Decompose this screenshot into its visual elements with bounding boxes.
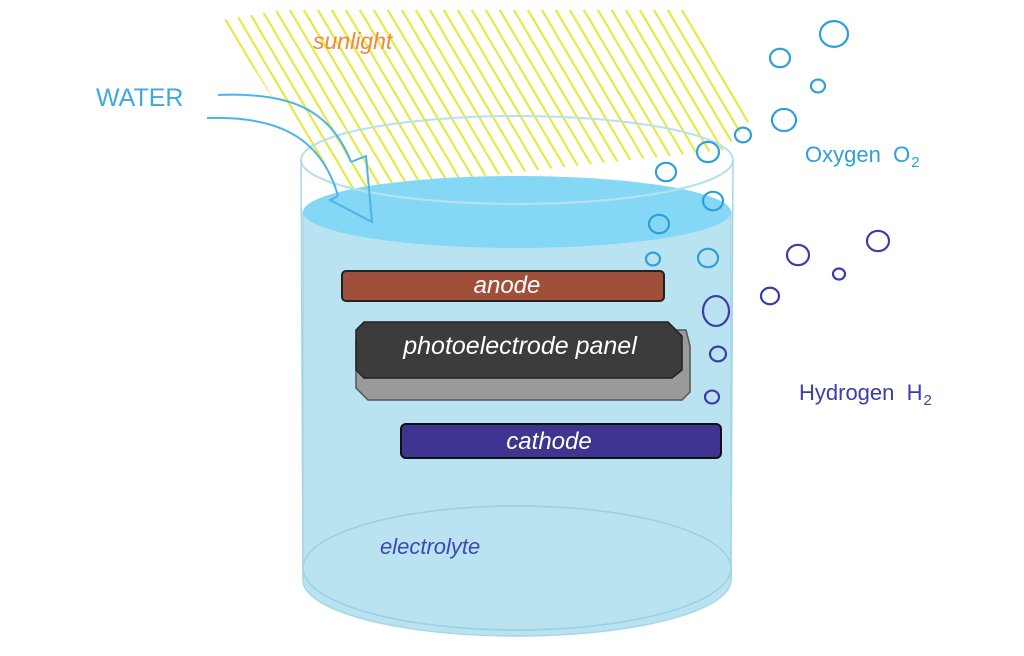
oxygen-formula: O	[893, 142, 911, 167]
hydrogen-bubble	[701, 294, 731, 328]
oxygen-bubble	[733, 126, 753, 144]
oxygen-bubble	[695, 140, 721, 164]
sunlight-ray	[437, 10, 557, 190]
hydrogen-name: Hydrogen	[799, 380, 895, 405]
hydrogen-bubble	[703, 389, 721, 405]
hydrogen-bubble	[865, 229, 891, 253]
oxygen-bubble	[701, 190, 725, 212]
electrolyte-label: electrolyte	[380, 534, 481, 559]
water-surface	[303, 176, 731, 248]
sunlight-ray	[395, 10, 515, 190]
photoelectrode-panel	[355, 321, 683, 379]
sunlight-ray	[675, 10, 752, 190]
sunlight-ray	[297, 10, 417, 190]
sunlight-ray	[255, 10, 375, 190]
sunlight-ray	[661, 10, 752, 190]
oxygen-bubble	[654, 161, 678, 183]
sunlight-ray	[339, 10, 459, 190]
water-label: WATER	[96, 84, 184, 112]
sunlight-label: sunlight	[313, 28, 393, 54]
sunlight-ray	[451, 10, 571, 190]
container-rim-front	[300, 159, 734, 205]
sunlight-ray	[409, 10, 529, 190]
sunlight-ray	[283, 10, 403, 190]
water-arrow	[206, 93, 374, 224]
oxygen-bubble	[818, 20, 850, 48]
oxygen-bubble	[809, 78, 827, 94]
sunlight-ray	[325, 10, 445, 190]
oxygen-bubble	[768, 47, 792, 69]
sunlight-ray	[423, 10, 543, 190]
hydrogen-subscript: 2	[923, 392, 932, 409]
hydrogen-formula: H	[906, 380, 923, 405]
sunlight-ray	[269, 10, 389, 190]
oxygen-name: Oxygen	[805, 142, 881, 167]
sunlight-ray	[381, 10, 501, 190]
oxygen-bubble	[644, 251, 662, 267]
hydrogen-label: Hydrogen H2	[799, 380, 932, 409]
hydrogen-bubble	[759, 286, 781, 306]
sunlight-ray	[311, 10, 431, 190]
hydrogen-bubble	[708, 345, 728, 363]
oxygen-bubbles	[644, 20, 850, 269]
anode-plate	[341, 270, 665, 302]
oxygen-bubble	[770, 107, 798, 133]
hydrogen-bubbles	[701, 229, 891, 405]
container-wall-right	[730, 159, 734, 581]
hydrogen-bubble	[785, 243, 811, 267]
oxygen-subscript: 2	[911, 154, 920, 171]
sunlight-ray	[241, 10, 361, 190]
oxygen-label: Oxygen O2	[805, 142, 920, 171]
sunlight-ray	[353, 10, 473, 190]
anode-label: anode	[473, 272, 541, 299]
sunlight-ray	[367, 10, 487, 190]
cathode-plate	[400, 423, 722, 459]
sunlight-ray	[465, 10, 585, 190]
oxygen-bubble	[647, 213, 671, 235]
photoelectrode-panel-label: photoelectrode panel	[403, 332, 637, 360]
sunlight-rays	[222, 10, 752, 190]
cathode-label: cathode	[506, 428, 592, 455]
hydrogen-bubble	[831, 267, 847, 281]
container-wall-left	[300, 159, 304, 581]
oxygen-bubble	[696, 247, 720, 269]
